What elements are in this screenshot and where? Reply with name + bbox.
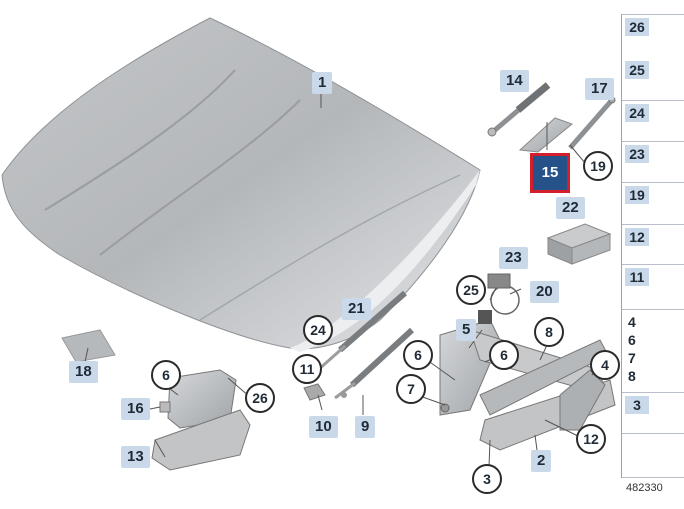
pad-part bbox=[61, 329, 116, 363]
gas-strut-21 bbox=[317, 290, 407, 372]
gas-strut-17 bbox=[568, 96, 616, 150]
label-22: 22 bbox=[556, 197, 585, 219]
label-1: 1 bbox=[312, 72, 333, 94]
label-17: 17 bbox=[585, 78, 614, 100]
sidebar-num-8: 8 bbox=[628, 368, 636, 384]
hinge-arm-15 bbox=[518, 117, 574, 153]
sidebar-cell-23: 23 bbox=[622, 142, 684, 183]
circle-label-24: 24 bbox=[303, 315, 333, 345]
sidebar-num-12: 12 bbox=[625, 228, 649, 246]
sidebar-num-23: 23 bbox=[625, 145, 649, 163]
sidebar-cell-12: 12 bbox=[622, 225, 684, 265]
sidebar-num-19: 19 bbox=[625, 186, 649, 204]
sidebar-num-3: 3 bbox=[625, 396, 649, 414]
sidebar-cell-26: 26 bbox=[622, 14, 684, 59]
gas-strut-14 bbox=[487, 82, 551, 137]
sidebar-cell-19: 19 bbox=[622, 183, 684, 225]
circle-label-3: 3 bbox=[472, 464, 502, 494]
sidebar-num-24: 24 bbox=[625, 104, 649, 122]
circle-label-6-latch: 6 bbox=[151, 360, 181, 390]
sidebar-num-26: 26 bbox=[625, 18, 649, 36]
circle-label-4: 4 bbox=[590, 350, 620, 380]
circle-label-6-right: 6 bbox=[489, 340, 519, 370]
sidebar-num-7: 7 bbox=[628, 350, 636, 366]
sidebar-cell-11: 11 bbox=[622, 265, 684, 310]
sidebar-cell-3: 3 bbox=[622, 393, 684, 434]
sidebar-num-4: 4 bbox=[628, 314, 636, 330]
circle-label-12: 12 bbox=[576, 424, 606, 454]
label-10: 10 bbox=[309, 416, 338, 438]
diagram-part-number: 482330 bbox=[626, 482, 663, 494]
hood-part bbox=[1, 17, 481, 352]
label-13: 13 bbox=[121, 446, 150, 468]
label-21: 21 bbox=[342, 298, 371, 320]
highlighted-label-15[interactable]: 15 bbox=[530, 153, 570, 193]
circle-label-6-left: 6 bbox=[403, 340, 433, 370]
parts-sidebar: 26 25 24 23 19 12 11 4 6 7 8 3 bbox=[621, 14, 684, 478]
cable-guide-20 bbox=[478, 273, 520, 324]
circle-label-7: 7 bbox=[396, 374, 426, 404]
sidebar-num-11: 11 bbox=[625, 268, 649, 286]
gas-strut-9 bbox=[334, 327, 415, 400]
circle-label-26: 26 bbox=[245, 383, 275, 413]
sidebar-cell-25: 25 bbox=[622, 58, 684, 101]
label-5: 5 bbox=[456, 319, 477, 341]
label-14: 14 bbox=[500, 70, 529, 92]
label-23: 23 bbox=[499, 247, 528, 269]
circle-label-8: 8 bbox=[534, 317, 564, 347]
circle-label-25: 25 bbox=[456, 275, 486, 305]
sidebar-num-25: 25 bbox=[625, 61, 649, 79]
label-18: 18 bbox=[69, 361, 98, 383]
label-2: 2 bbox=[531, 450, 552, 472]
sidebar-cell-arrow bbox=[622, 434, 684, 478]
box-22 bbox=[546, 223, 612, 265]
label-16: 16 bbox=[121, 398, 150, 420]
sidebar-num-6: 6 bbox=[628, 332, 636, 348]
sidebar-cell-24: 24 bbox=[622, 101, 684, 142]
sidebar-cell-4-6-7-8: 4 6 7 8 bbox=[622, 310, 684, 393]
circle-label-19: 19 bbox=[583, 151, 613, 181]
label-9: 9 bbox=[355, 416, 376, 438]
latch-assembly bbox=[151, 369, 251, 471]
bracket-10 bbox=[303, 383, 326, 401]
label-20: 20 bbox=[530, 281, 559, 303]
circle-label-11: 11 bbox=[292, 354, 322, 384]
